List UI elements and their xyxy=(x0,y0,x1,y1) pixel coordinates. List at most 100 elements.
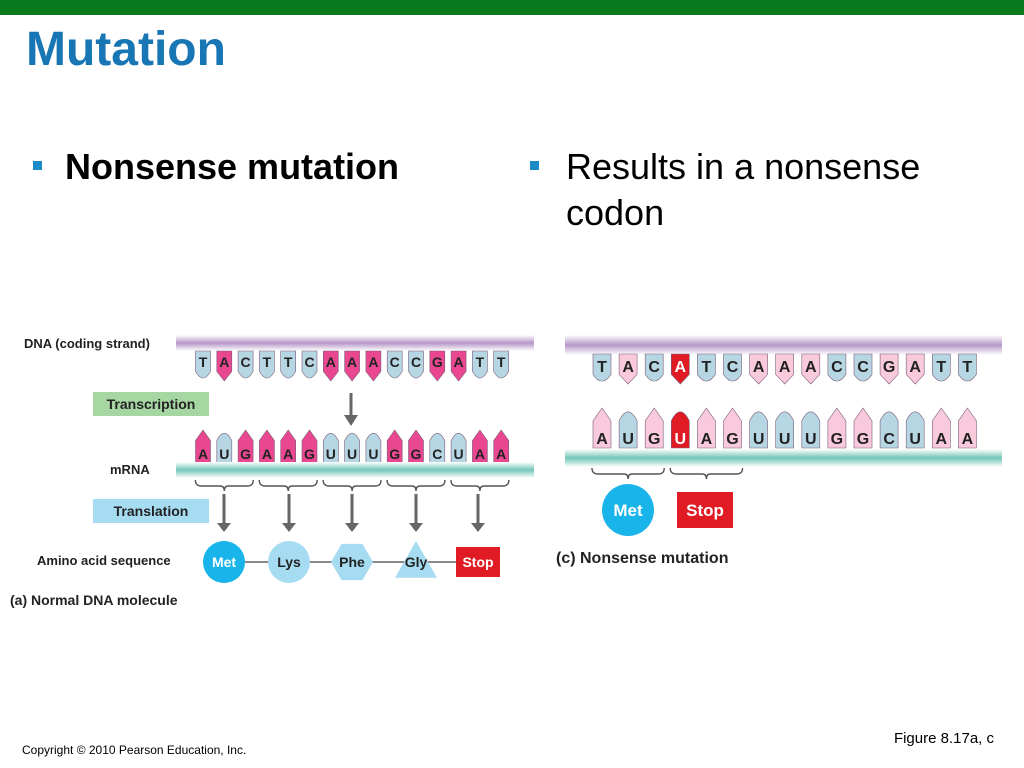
dna-nucleotide-shape xyxy=(280,350,296,379)
mrna-nucleotide: U xyxy=(365,432,382,464)
dna-nucleotide-mutant-shape xyxy=(644,353,664,382)
dna-nucleotide-mutant-shape xyxy=(618,353,638,385)
mrna-nucleotide-mutant-shape xyxy=(853,407,873,449)
dna-nucleotide: A xyxy=(323,350,339,382)
dna-nucleotide-mutant-letter: T xyxy=(963,359,973,376)
dna-nucleotide-mutant: A xyxy=(905,353,925,385)
translation-label-box xyxy=(93,499,209,523)
mrna-nucleotide: A xyxy=(259,429,275,464)
dna-nucleotide: T xyxy=(472,350,488,379)
panel-a-caption: (a) Normal DNA molecule xyxy=(10,592,178,608)
dna-nucleotide-mutant-letter: A xyxy=(675,359,687,376)
dna-nucleotide-shape xyxy=(450,350,467,382)
figure-reference: Figure 8.17a, c xyxy=(893,730,994,747)
stop-box xyxy=(456,547,500,577)
dna-nucleotide-mutant-letter: T xyxy=(702,359,712,376)
translation-arrow xyxy=(217,494,231,532)
mrna-nucleotide-mutant: U xyxy=(618,411,638,449)
mrna-nucleotide-mutant: G xyxy=(723,407,742,449)
mrna-nucleotide: U xyxy=(216,432,233,464)
dna-nucleotide: A xyxy=(216,350,233,382)
mrna-nucleotide-letter: C xyxy=(432,446,442,462)
gly-triangle xyxy=(395,541,437,578)
dna-nucleotide: C xyxy=(408,350,424,379)
dna-nucleotide-shape xyxy=(472,350,488,379)
mrna-nucleotide-mutant-shape xyxy=(932,407,951,449)
amino-acid-label: Phe xyxy=(339,554,365,570)
dna-nucleotide-mutant: C xyxy=(827,353,847,382)
dna-nucleotide: T xyxy=(259,350,275,379)
dna-nucleotide-shape xyxy=(386,350,403,379)
dna-nucleotide-shape xyxy=(408,350,424,379)
mrna-nucleotide-mutant: U xyxy=(749,411,768,449)
dna-nucleotide-mutant: G xyxy=(879,353,899,385)
dna-strand-backbone xyxy=(176,335,534,351)
dna-nucleotide-mutant-shape xyxy=(801,353,821,385)
mrna-nucleotide: A xyxy=(472,429,488,464)
dna-nucleotide-mutant: C xyxy=(644,353,664,382)
mrna-nucleotide-mutant-letter: G xyxy=(857,431,869,448)
dna-nucleotide-letter: C xyxy=(304,354,314,370)
translation-label: Translation xyxy=(114,503,189,519)
mrna-nucleotide-shape xyxy=(450,432,467,464)
mrna-nucleotide-shape xyxy=(216,432,233,464)
mrna-nucleotide-mutant: G xyxy=(644,407,664,449)
mrna-nucleotide-mutant-letter: A xyxy=(701,431,713,448)
met-circle xyxy=(203,541,245,583)
codon-bracket xyxy=(322,479,382,492)
codon-bracket xyxy=(669,467,744,480)
dna-nucleotide-shape xyxy=(237,350,254,379)
mrna-nucleotide-mutant-shape xyxy=(827,407,847,449)
translation-arrow xyxy=(345,494,359,532)
mrna-nucleotide-mutant: G xyxy=(853,407,873,449)
dna-nucleotide: G xyxy=(429,350,446,382)
mrna-nucleotide-mutant: C xyxy=(879,411,899,449)
panel-c-caption: (c) Nonsense mutation xyxy=(556,550,728,567)
dna-nucleotide-mutant-shape xyxy=(592,353,612,382)
dna-nucleotide-mutant-shape xyxy=(932,353,951,382)
mrna-nucleotide-mutant: U xyxy=(801,411,821,449)
codon-bracket xyxy=(258,479,318,492)
codon-bracket xyxy=(450,479,510,492)
dna-nucleotide-letter: A xyxy=(347,354,357,370)
dna-nucleotide-mutant-letter: C xyxy=(727,359,739,376)
left-bullet-text: Nonsense mutation xyxy=(65,146,400,187)
dna-nucleotide-letter: C xyxy=(390,354,400,370)
codon-bracket xyxy=(591,467,665,480)
dna-nucleotide-letter: T xyxy=(199,354,208,370)
lys-circle xyxy=(268,541,310,583)
amino-acid-met: Met xyxy=(203,541,245,583)
mrna-nucleotide-mutant: A xyxy=(697,407,716,449)
dna-nucleotide-mutant: T xyxy=(697,353,716,382)
mrna-nucleotide-mutant-shape xyxy=(775,411,794,449)
mrna-label: mRNA xyxy=(110,462,150,477)
phe-hexagon xyxy=(331,543,373,581)
mrna-nucleotide-mutant: A xyxy=(592,407,612,449)
dna-nucleotide-mutant-letter: G xyxy=(883,359,895,376)
mrna-nucleotide-mutant: A xyxy=(958,407,977,449)
translation-arrow xyxy=(471,494,485,532)
dna-nucleotide-mutant-shape xyxy=(671,353,690,385)
mrna-nucleotide-shape xyxy=(344,432,360,464)
dna-nucleotide-mutant: T xyxy=(932,353,951,382)
mrna-nucleotide-mutant: U xyxy=(905,411,925,449)
dna-nucleotide-letter: C xyxy=(411,354,421,370)
dna-nucleotide-mutant: T xyxy=(958,353,977,382)
codon-bracket xyxy=(386,479,446,492)
mrna-nucleotide-mutant-shape xyxy=(905,411,925,449)
dna-nucleotide-mutant: A xyxy=(618,353,638,385)
codon-brackets-mutant xyxy=(591,467,744,480)
mrna-nucleotide-mutant-shape xyxy=(723,407,742,449)
mrna-nucleotide: G xyxy=(408,429,424,464)
mrna-strand-backbone-mutant xyxy=(565,449,1002,467)
mrna-nucleotide-mutant-letter: U xyxy=(909,431,921,448)
amino-acid-label: Met xyxy=(613,501,643,520)
dna-nucleotide-mutant: T xyxy=(592,353,612,382)
mrna-nucleotide-letter: G xyxy=(411,446,422,462)
mrna-nucleotide-mutant-shape xyxy=(697,407,716,449)
mrna-nucleotide: G xyxy=(301,429,318,464)
dna-nucleotide: T xyxy=(280,350,296,379)
